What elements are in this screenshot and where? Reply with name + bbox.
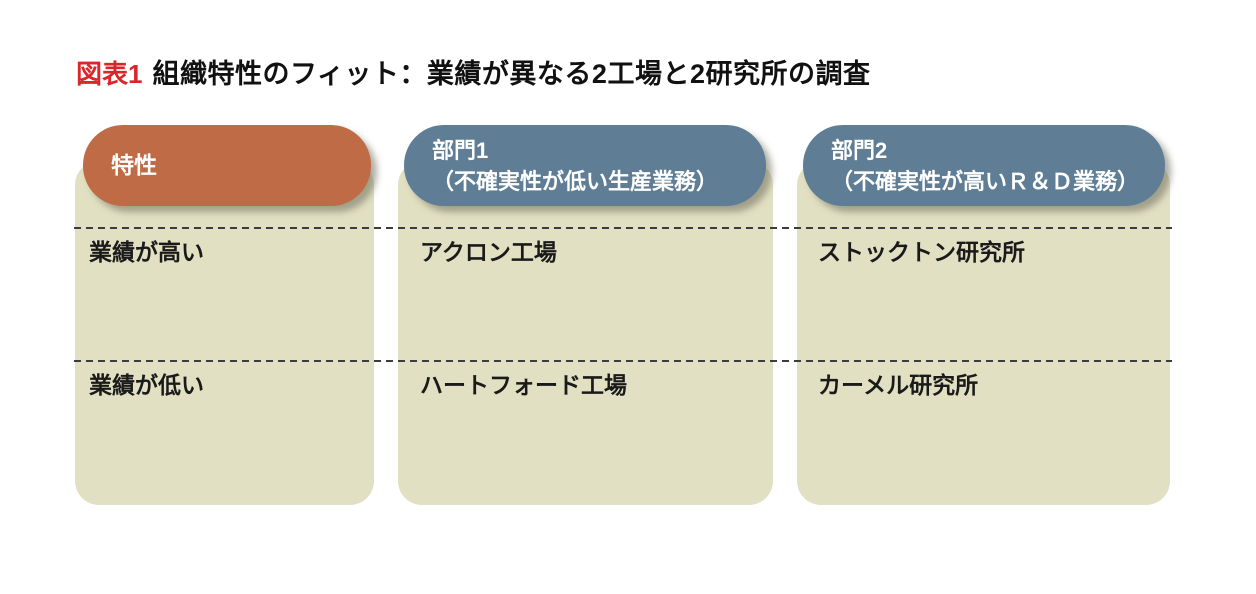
header-pill-department-1: 部門1 （不確実性が低い生産業務） bbox=[404, 125, 766, 206]
figure-number-label: 図表1 bbox=[76, 59, 143, 89]
cell-row1-characteristic: 業績が高い bbox=[89, 239, 204, 265]
cell-row2-characteristic: 業績が低い bbox=[89, 372, 204, 398]
cell-row1-department-1: アクロン工場 bbox=[420, 239, 557, 265]
row-divider-2 bbox=[74, 360, 1172, 363]
column-card-department-1 bbox=[398, 161, 773, 505]
column-card-characteristics bbox=[75, 161, 374, 505]
header-sublabel-department-1: （不確実性が低い生産業務） bbox=[432, 168, 719, 194]
header-label-department-2: 部門2 bbox=[831, 137, 888, 163]
header-pill-characteristics: 特性 bbox=[83, 125, 371, 206]
header-sublabel-department-2: （不確実性が高いＲ＆Ｄ業務） bbox=[831, 168, 1140, 194]
row-divider-1 bbox=[74, 227, 1172, 230]
header-pill-department-2: 部門2 （不確実性が高いＲ＆Ｄ業務） bbox=[803, 125, 1165, 206]
figure-title: 組織特性のフィット：業績が異なる2工場と2研究所の調査 bbox=[152, 59, 871, 89]
figure-title-row: 図表1 組織特性のフィット：業績が異なる2工場と2研究所の調査 bbox=[76, 56, 870, 92]
cell-row2-department-2: カーメル研究所 bbox=[818, 372, 979, 398]
header-label-department-1: 部門1 bbox=[432, 137, 489, 163]
cell-row2-department-1: ハートフォード工場 bbox=[420, 372, 627, 398]
column-card-department-2 bbox=[797, 161, 1170, 505]
header-label-characteristics: 特性 bbox=[111, 152, 157, 178]
cell-row1-department-2: ストックトン研究所 bbox=[818, 239, 1025, 265]
